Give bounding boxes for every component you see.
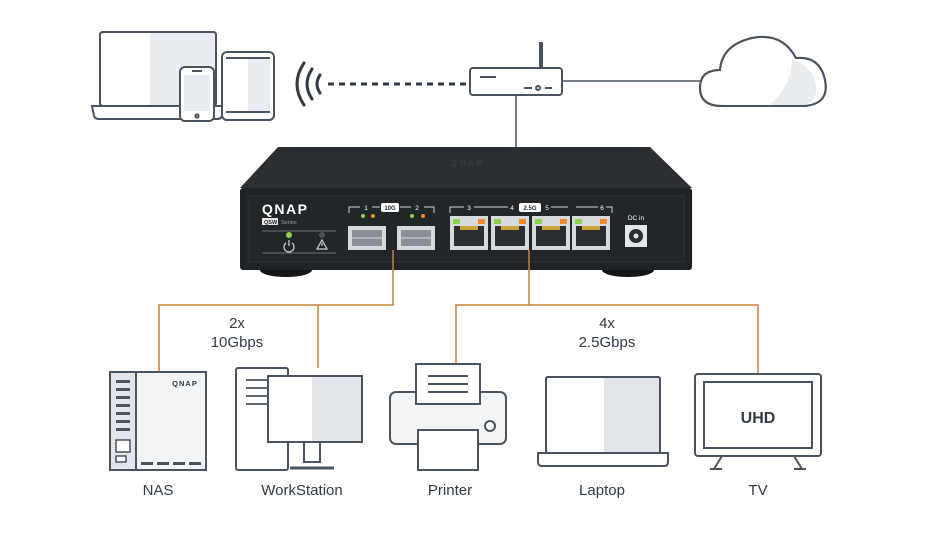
- router-icon: [469, 42, 563, 96]
- dc-power-jack: [625, 225, 647, 247]
- port-number-6: 6: [600, 205, 604, 212]
- warning-icon: [315, 238, 329, 250]
- ten-gig-speed: 10Gbps: [211, 334, 264, 351]
- port-number-5: 5: [545, 205, 549, 212]
- printer-icon: [389, 363, 507, 471]
- rj45-port-4: [491, 216, 529, 250]
- sfp-port-1: [348, 226, 386, 250]
- port-number-4: 4: [510, 205, 514, 212]
- port-number-3: 3: [467, 205, 471, 212]
- nas-label: NAS: [143, 482, 174, 499]
- rj45-port-6: [572, 216, 610, 250]
- sfp-speed-badge: 10G: [384, 206, 396, 212]
- workstation-icon: [235, 367, 363, 471]
- rj45-port-3: [450, 216, 488, 250]
- two-five-gig-links: [455, 250, 759, 374]
- tablet-icon: [221, 51, 275, 121]
- switch-series-badge: QSW: [264, 220, 278, 226]
- rj45-port-5: [532, 216, 570, 250]
- laptop-label: Laptop: [579, 482, 625, 499]
- cloud-icon: [698, 36, 827, 107]
- tv-label: TV: [748, 482, 767, 499]
- tv-screen-text: UHD: [741, 410, 776, 427]
- alert-led: [319, 232, 325, 238]
- dc-in-label: DC in: [628, 215, 645, 222]
- two-five-gig-speed: 2.5Gbps: [579, 334, 636, 351]
- power-icon: [283, 240, 295, 253]
- wifi-icon: [295, 61, 322, 107]
- switch-brand-logo: QNAP: [262, 201, 308, 217]
- phone-icon: [179, 66, 215, 122]
- port-number-1: 1: [364, 205, 368, 212]
- two-five-gig-count: 4x: [599, 315, 615, 332]
- laptop-device-icon: [537, 376, 669, 467]
- power-led: [286, 232, 292, 238]
- ten-gig-count: 2x: [229, 315, 245, 332]
- rj45-speed-badge: 2.5G: [523, 206, 536, 212]
- switch-series-label: Series: [281, 220, 297, 226]
- workstation-label: WorkStation: [261, 482, 342, 499]
- printer-label: Printer: [428, 482, 472, 499]
- port-number-2: 2: [415, 205, 419, 212]
- sfp-port-2: [397, 226, 435, 250]
- switch-top-logo: QNAP: [451, 159, 486, 168]
- ten-gig-links: [158, 250, 394, 372]
- nas-brand-logo: QNAP: [172, 379, 198, 388]
- tv-icon: [694, 373, 822, 470]
- network-switch: QNAP QNAP QSW Series 1 10G 2: [240, 147, 692, 277]
- nas-icon: [109, 371, 207, 471]
